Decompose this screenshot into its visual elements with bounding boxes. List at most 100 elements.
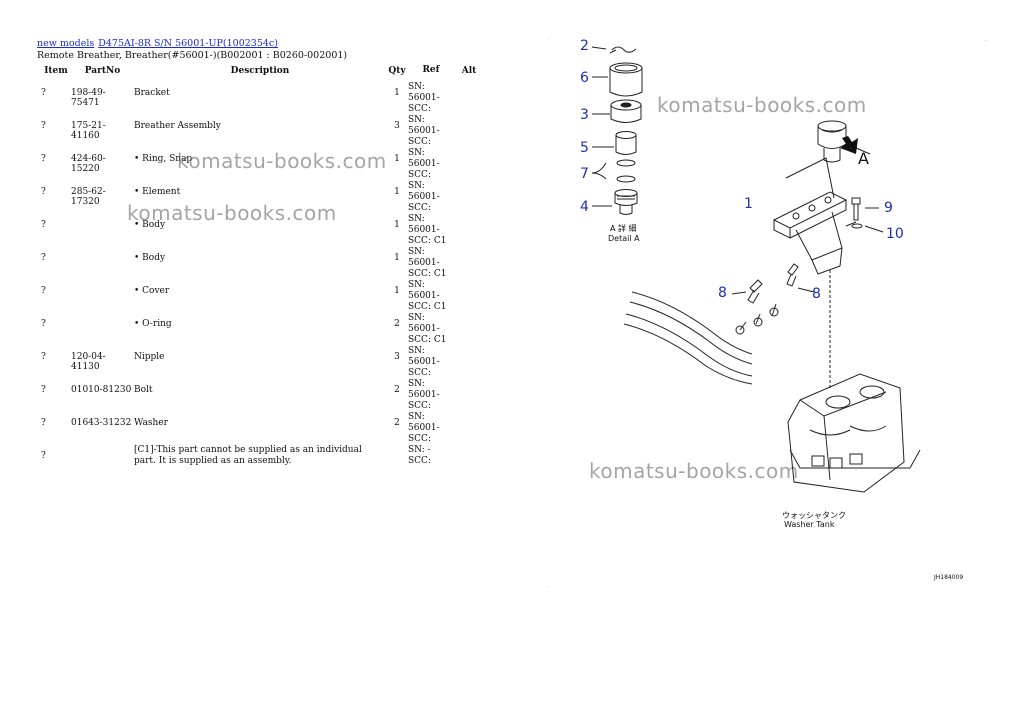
cell-item: ?	[41, 451, 46, 461]
callout-6: 6	[580, 70, 589, 86]
cell-qty: 1	[394, 154, 400, 164]
cell-description: • Ring, Snap	[134, 154, 193, 164]
hose-lines	[623, 291, 779, 385]
washer-part	[851, 223, 863, 229]
cell-item: ?	[41, 154, 46, 164]
cell-partno: 01010-81230	[71, 385, 132, 395]
cell-alt	[454, 313, 484, 346]
cell-item: ?	[41, 352, 46, 362]
element-part	[610, 99, 642, 123]
breadcrumb-link-model[interactable]: D475AI-8R S/N 56001-UP(1002354c)	[98, 38, 278, 49]
cell-qty: 3	[394, 121, 400, 131]
washer-tank-part	[787, 373, 921, 493]
ref-sn: SN: 56001-	[408, 115, 440, 136]
cell-description: • Body	[134, 253, 166, 263]
table-row: ? 120-04-41130 Nipple 3 SN: 56001-SCC:	[37, 346, 484, 379]
ref-scc: SCC: C1	[408, 335, 447, 345]
cell-description: • Cover	[134, 286, 170, 296]
callout-9: 9	[884, 200, 893, 216]
cell-qty: 2	[394, 385, 400, 395]
cell-partno: 198-49-75471	[71, 88, 106, 108]
table-header-row: Item PartNo Description Qty Ref Alt	[37, 63, 484, 82]
ref-sn: SN: 56001-	[408, 280, 440, 301]
cell-description: Washer	[134, 418, 168, 428]
snap-ring-part	[609, 46, 637, 54]
ref-scc: SCC: C1	[408, 236, 447, 246]
breadcrumb-link-new-models[interactable]: new models	[37, 38, 95, 49]
cell-alt	[454, 280, 484, 313]
parts-diagram: A 2 6 3 5 7 4 1 9 10 8 8 A 詳 細 Detail A …	[580, 38, 963, 581]
ref-sn: SN: 56001-	[408, 148, 440, 169]
cell-qty: 3	[394, 352, 400, 362]
ref-sn: SN: 56001-	[408, 412, 440, 433]
table-row: ? • Body 1 SN: 56001-SCC: C1	[37, 247, 484, 280]
cell-qty: 2	[394, 319, 400, 329]
cell-alt	[454, 346, 484, 379]
cell-ref: SN: 56001-SCC:	[408, 148, 454, 181]
cell-ref: SN: 56001-SCC:	[408, 379, 454, 412]
cell-qty: 1	[394, 88, 400, 98]
bolt-part	[851, 197, 861, 221]
table-row: ? • Body 1 SN: 56001-SCC: C1	[37, 214, 484, 247]
tank-label-en: Washer Tank	[784, 520, 835, 529]
cell-qty: 2	[394, 418, 400, 428]
cell-item: ?	[41, 319, 46, 329]
page-mark: ·	[548, 36, 550, 43]
cell-alt	[454, 214, 484, 247]
table-row: ? 198-49-75471 Bracket 1 SN: 56001-SCC:	[37, 82, 484, 115]
cell-description: • O-ring	[134, 319, 172, 329]
o-ring-part	[616, 175, 636, 183]
cell-alt	[454, 82, 484, 115]
cell-alt	[454, 148, 484, 181]
watermark-text: komatsu-books.com	[127, 201, 337, 225]
table-row: ? 01643-31232 Washer 2 SN: 56001-SCC:	[37, 412, 484, 445]
header-alt: Alt	[461, 65, 477, 76]
cell-qty: 1	[394, 286, 400, 296]
nipple-fitting-part	[786, 263, 799, 287]
table-row: ? 424-60-15220 • Ring, Snap 1 SN: 56001-…	[37, 148, 484, 181]
ref-scc: SCC:	[408, 456, 431, 466]
watermark-text: komatsu-books.com	[589, 459, 799, 483]
cell-ref: SN: 56001-SCC:	[408, 82, 454, 115]
header-item: Item	[44, 65, 68, 76]
nipple-fitting-part	[747, 279, 763, 304]
callout-8: 8	[812, 286, 821, 302]
ref-scc: SCC:	[408, 170, 431, 180]
header-partno: PartNo	[84, 65, 121, 76]
cell-description: Bracket	[134, 88, 170, 98]
cell-ref: SN: 56001-SCC:	[408, 181, 454, 214]
watermark-text: komatsu-books.com	[657, 93, 867, 117]
cell-alt	[454, 247, 484, 280]
cell-alt	[454, 445, 484, 477]
cell-item: ?	[41, 220, 46, 230]
tank-label-jp: ウォッシャタンク	[782, 511, 846, 520]
callout-1: 1	[744, 196, 753, 212]
cell-description: • Body	[134, 220, 166, 230]
cell-description: Nipple	[134, 352, 165, 362]
cell-alt	[454, 115, 484, 148]
nipple-part	[614, 189, 638, 215]
view-arrow-icon	[840, 136, 858, 154]
o-ring-part	[616, 159, 636, 167]
callout-7: 7	[580, 166, 589, 182]
ref-scc: SCC:	[408, 368, 431, 378]
callout-4: 4	[580, 199, 589, 215]
cell-qty	[386, 445, 408, 477]
watermark-text: komatsu-books.com	[177, 149, 387, 173]
bracket-part	[772, 157, 848, 275]
cell-partno: 424-60-15220	[71, 154, 106, 174]
ref-scc: SCC:	[408, 203, 431, 213]
ref-scc: SCC: C1	[408, 302, 447, 312]
cell-item: ?	[41, 88, 46, 98]
cell-partno	[71, 280, 134, 313]
cell-partno	[71, 247, 134, 280]
cell-partno: 120-04-41130	[71, 352, 106, 372]
breather-assembly-part	[817, 120, 847, 163]
ref-sn: SN: -	[408, 445, 431, 455]
ref-scc: SCC:	[408, 401, 431, 411]
callout-2: 2	[580, 38, 589, 54]
figure-code: JH184009	[933, 574, 963, 581]
page-title: Remote Breather, Breather(#56001-)(B0020…	[37, 50, 348, 61]
